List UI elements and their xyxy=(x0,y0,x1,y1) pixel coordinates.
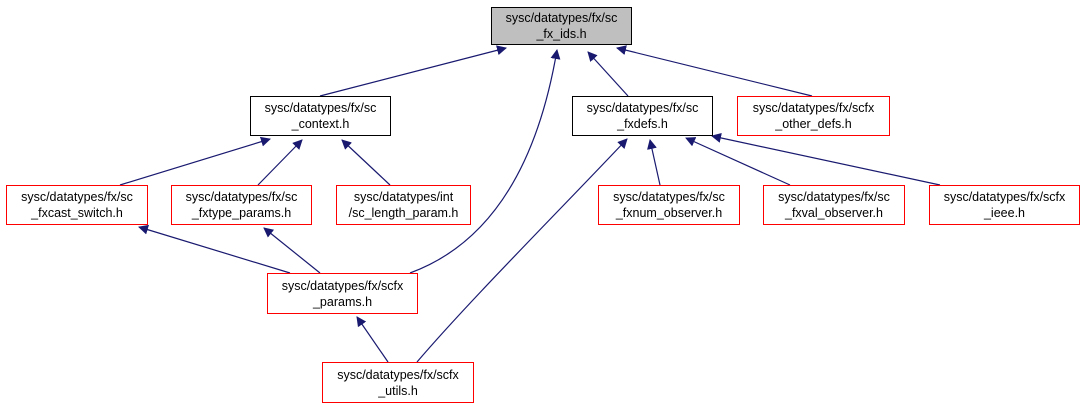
node-sc-fxtype-params[interactable]: sysc/datatypes/fx/sc _fxtype_params.h xyxy=(171,185,312,225)
node-sc-fxcast-switch[interactable]: sysc/datatypes/fx/sc _fxcast_switch.h xyxy=(6,185,148,225)
edge-sc-fxcast-switch-to-sc-context xyxy=(119,136,271,186)
node-scfx-params-line2: _params.h xyxy=(312,294,373,309)
node-sc-fx-ids: sysc/datatypes/fx/sc _fx_ids.h xyxy=(491,7,632,45)
node-sc-fxval-observer-line1: sysc/datatypes/fx/sc xyxy=(778,190,890,204)
node-scfx-utils-line1: sysc/datatypes/fx/scfx xyxy=(337,367,459,382)
node-sc-context[interactable]: sysc/datatypes/fx/sc _context.h xyxy=(250,96,391,136)
edge-scfx-params-to-sc-fxtype-params xyxy=(263,227,321,274)
edge-scfx-params-to-sc-fx-ids xyxy=(409,49,561,274)
node-scfx-ieee-line1: sysc/datatypes/fx/scfx xyxy=(943,190,1066,204)
node-scfx-params-line1: sysc/datatypes/fx/scfx xyxy=(281,278,404,293)
edge-scfx-ieee-to-sc-fxdefs xyxy=(711,133,941,186)
node-scfx-utils[interactable]: sysc/datatypes/fx/scfx _utils.h xyxy=(322,362,474,403)
node-scfx-ieee[interactable]: sysc/datatypes/fx/scfx _ieee.h xyxy=(929,185,1080,225)
edge-scfx-params-to-sc-fxcast-switch xyxy=(138,224,291,274)
node-sc-fxdefs-line2: _fxdefs.h xyxy=(617,117,668,131)
node-scfx-ieee-line2: _ieee.h xyxy=(983,206,1025,220)
node-sc-length-param-line1: sysc/datatypes/int xyxy=(353,190,454,204)
node-scfx-other-defs-line2: _other_defs.h xyxy=(775,117,852,131)
node-sc-context-line1: sysc/datatypes/fx/sc xyxy=(264,101,377,115)
edge-sc-context-to-sc-fx-ids xyxy=(319,45,507,97)
node-sc-length-param[interactable]: sysc/datatypes/int /sc_length_param.h xyxy=(336,185,471,225)
node-sc-fxnum-observer-line2: _fxnum_observer.h xyxy=(615,206,723,220)
node-scfx-other-defs-line1: sysc/datatypes/fx/scfx xyxy=(752,101,875,115)
edge-scfx-utils-to-scfx-params xyxy=(356,316,389,363)
node-sc-fxval-observer[interactable]: sysc/datatypes/fx/sc _fxval_observer.h xyxy=(763,185,905,225)
node-sc-fxcast-switch-line2: _fxcast_switch.h xyxy=(31,206,123,220)
node-sc-fxdefs[interactable]: sysc/datatypes/fx/sc _fxdefs.h xyxy=(572,96,713,136)
edge-scfx-other-defs-to-sc-fx-ids xyxy=(616,45,813,97)
node-sc-fxtype-params-line2: _fxtype_params.h xyxy=(191,206,292,220)
node-sc-context-line2: _context.h xyxy=(291,117,350,131)
node-sc-fxval-observer-line2: _fxval_observer.h xyxy=(785,206,883,220)
edge-sc-fxval-observer-to-sc-fxdefs xyxy=(685,137,791,186)
edge-sc-fxtype-params-to-sc-context xyxy=(257,139,303,186)
node-sc-fxcast-switch-line1: sysc/datatypes/fx/sc xyxy=(21,190,133,204)
edge-sc-length-param-to-sc-context xyxy=(341,139,391,186)
node-sc-fxdefs-line1: sysc/datatypes/fx/sc xyxy=(586,101,699,115)
node-sc-fx-ids-line2: _fx_ids.h xyxy=(536,27,587,41)
edge-sc-fxnum-observer-to-sc-fxdefs xyxy=(647,139,661,186)
node-sc-length-param-line2: /sc_length_param.h xyxy=(348,206,459,220)
node-sc-fxnum-observer-line1: sysc/datatypes/fx/sc xyxy=(613,190,725,204)
node-sc-fxnum-observer[interactable]: sysc/datatypes/fx/sc _fxnum_observer.h xyxy=(598,185,740,225)
edge-scfx-utils-to-sc-fxdefs xyxy=(416,138,628,363)
node-scfx-other-defs[interactable]: sysc/datatypes/fx/scfx _other_defs.h xyxy=(737,96,890,136)
node-scfx-utils-line2: _utils.h xyxy=(378,383,418,398)
edge-sc-fxdefs-to-sc-fx-ids xyxy=(587,51,629,97)
node-sc-fx-ids-line1: sysc/datatypes/fx/sc xyxy=(505,11,618,25)
node-sc-fxtype-params-line1: sysc/datatypes/fx/sc xyxy=(185,190,298,204)
node-scfx-params[interactable]: sysc/datatypes/fx/scfx _params.h xyxy=(267,273,418,314)
